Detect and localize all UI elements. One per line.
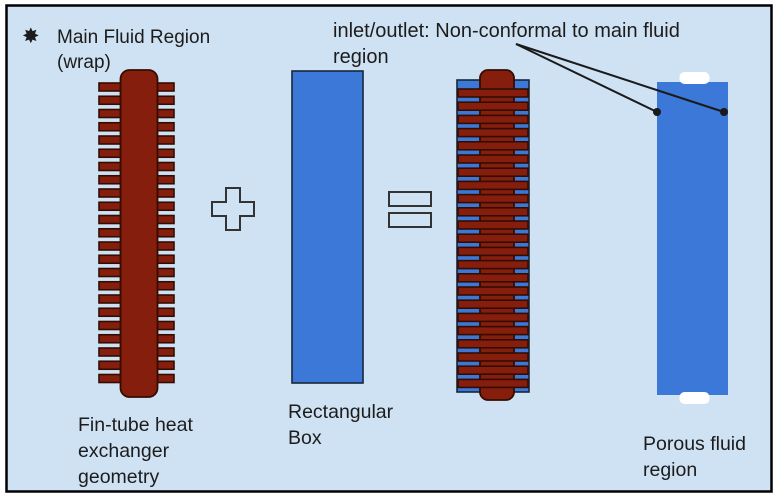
combined-fin-plate xyxy=(457,220,529,230)
combined-fin-plate xyxy=(457,167,529,177)
annotation-endpoint-dot xyxy=(653,108,661,116)
inlet-outlet-annotation: inlet/outlet: Non-conformal to main flui… xyxy=(333,20,680,68)
porous-fluid-region-shape xyxy=(657,72,728,404)
combined-fin-plate xyxy=(457,141,529,151)
main-fluid-region-icon: ✸ xyxy=(22,25,40,48)
combined-fin-plate xyxy=(457,180,529,191)
combined-fin-plate xyxy=(457,114,529,125)
combined-fin-plate xyxy=(457,88,529,98)
inlet-tab xyxy=(679,72,710,84)
equals-icon xyxy=(388,191,432,228)
combined-fin-plate xyxy=(457,365,529,376)
fin-tube-geometry-label: Fin-tube heat exchanger geometry xyxy=(78,414,193,488)
combined-fin-plate xyxy=(457,312,529,323)
combined-fin-plate xyxy=(457,101,529,111)
outlet-tab xyxy=(679,392,710,404)
equals-bar xyxy=(388,212,432,228)
combined-fin-plate xyxy=(457,338,529,349)
combined-fin-plate xyxy=(457,286,529,296)
porous-box xyxy=(657,82,728,395)
plus-icon xyxy=(211,187,255,231)
combined-fin-plate xyxy=(457,259,529,270)
main-fluid-region-label: Main Fluid Region (wrap) xyxy=(57,27,211,73)
fin-tube-geometry-shape xyxy=(98,69,175,398)
combined-fin-plate xyxy=(457,299,529,310)
combined-fin-plate xyxy=(457,127,529,138)
equals-bar xyxy=(388,191,432,207)
combined-fin-plate xyxy=(457,325,529,336)
combined-fin-plate xyxy=(457,352,529,362)
porous-fluid-region-label: Porous fluid region xyxy=(643,433,746,481)
rectangular-box-shape xyxy=(291,70,364,384)
tube-column xyxy=(119,69,159,398)
combined-fin-plate xyxy=(457,272,529,283)
rectangular-box-label: Rectangular Box xyxy=(288,401,394,449)
combined-fin-plate xyxy=(457,378,529,389)
combined-geometry-shape xyxy=(456,69,530,401)
combined-fin-plate xyxy=(457,207,529,217)
combined-fin-plate xyxy=(457,193,529,204)
annotation-endpoint-dot xyxy=(720,108,728,116)
combined-fin-plate xyxy=(457,154,529,164)
annotation-pointer-line xyxy=(515,43,725,113)
annotation-pointer-line xyxy=(515,43,658,113)
combined-fin-plate xyxy=(457,246,529,257)
combined-fin-plate xyxy=(457,233,529,243)
